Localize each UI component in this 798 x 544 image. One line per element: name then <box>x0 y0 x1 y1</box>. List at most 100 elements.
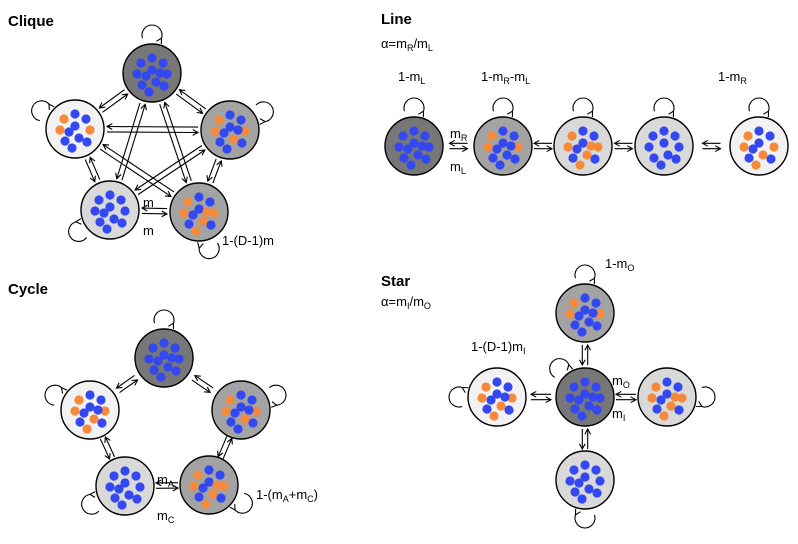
individual-dot <box>94 195 104 205</box>
individual-dot <box>572 144 582 154</box>
line-title: Line <box>381 11 412 28</box>
individual-dot <box>409 126 419 136</box>
individual-dot <box>649 153 659 163</box>
individual-dot <box>663 150 673 160</box>
arrow-head <box>48 102 55 110</box>
individual-dot <box>85 390 95 400</box>
migration-line <box>159 104 187 183</box>
individual-dot <box>751 160 761 170</box>
migration-arrows <box>31 24 770 529</box>
individual-dot <box>748 144 758 154</box>
individual-dot <box>191 226 201 236</box>
arrow-head <box>461 145 469 153</box>
migration-line <box>104 436 116 458</box>
individual-dot <box>580 472 590 482</box>
migration-line <box>179 89 207 110</box>
individual-dot <box>565 309 575 319</box>
cycle-m-a-label: mA <box>157 472 174 489</box>
migration-line <box>212 160 222 184</box>
individual-dot <box>574 311 584 321</box>
migration-line <box>116 375 135 389</box>
individual-dot <box>109 471 119 481</box>
migration-line <box>191 379 211 393</box>
clique-deme-top <box>122 43 182 103</box>
individual-dot <box>179 208 189 218</box>
individual-dot <box>183 197 193 207</box>
individual-dot <box>743 131 753 141</box>
star-self-loop-bottom <box>574 508 596 529</box>
individual-dot <box>588 308 598 318</box>
self-loop-arc <box>574 514 596 529</box>
line-self-loop-4 <box>653 97 675 118</box>
migration-line <box>99 438 111 460</box>
star-deme-bottom <box>555 450 615 510</box>
individual-dot <box>584 401 594 411</box>
individual-dot <box>659 138 669 148</box>
individual-dot <box>481 382 491 392</box>
individual-dot <box>489 411 499 421</box>
individual-dot <box>81 114 91 124</box>
cycle-arrows-top-right <box>191 374 214 394</box>
arrow-head <box>630 396 638 404</box>
individual-dot <box>582 150 592 160</box>
arrow-head <box>587 110 594 118</box>
individual-dot <box>212 480 222 490</box>
individual-dot <box>580 389 590 399</box>
individual-dot <box>251 406 261 416</box>
individual-dot <box>591 298 601 308</box>
individual-dot <box>580 460 590 470</box>
individual-dot <box>236 390 246 400</box>
individual-dot <box>120 478 130 488</box>
migration-line <box>84 159 96 182</box>
individual-dot <box>589 131 599 141</box>
individual-dot <box>492 144 502 154</box>
cycle-m-c-label: mC <box>157 508 175 525</box>
individual-dot <box>222 144 232 154</box>
arrow-head <box>584 427 592 435</box>
individual-dot <box>159 338 169 348</box>
individual-dot <box>769 142 779 152</box>
cycle-self-loop-bottom-right <box>229 492 253 514</box>
arrow-head <box>102 143 110 151</box>
arrow-head <box>196 107 204 114</box>
arrow-head <box>226 437 233 445</box>
individual-dot <box>584 317 594 327</box>
arrow-head <box>193 374 201 382</box>
line-arrows-3-4 <box>613 139 634 153</box>
individual-dot <box>647 393 657 403</box>
self-loop-arc <box>141 24 163 39</box>
individual-dot <box>754 126 764 136</box>
migration-line <box>142 207 168 210</box>
self-loop-arc <box>572 97 594 112</box>
individual-dot <box>89 414 99 424</box>
individual-dot <box>670 392 680 402</box>
individual-dot <box>498 138 508 148</box>
individual-dot <box>399 153 409 163</box>
arrow-head <box>259 118 267 125</box>
individual-dot <box>208 489 218 499</box>
individual-dot <box>97 418 107 428</box>
individual-dot <box>79 408 89 418</box>
individual-dot <box>155 68 165 78</box>
individual-dot <box>677 393 687 403</box>
self-loop-arc <box>448 386 463 408</box>
clique-self-loop-left <box>31 100 55 122</box>
arrow-head <box>668 110 675 118</box>
self-loop-arc <box>81 493 100 515</box>
individual-dot <box>240 414 250 424</box>
individual-dot <box>194 204 204 214</box>
individual-dot <box>590 154 600 164</box>
individual-dot <box>209 208 219 218</box>
arrow-head <box>578 443 586 451</box>
star-deme-top <box>555 283 615 343</box>
individual-dot <box>651 382 661 392</box>
arrow-head <box>566 363 574 371</box>
individual-dot <box>413 150 423 160</box>
individual-dot <box>109 214 119 224</box>
individual-dot <box>595 476 605 486</box>
arrow-head <box>529 390 537 398</box>
individual-dot <box>120 466 130 476</box>
arrow-head <box>134 184 142 191</box>
individual-dot <box>575 160 585 170</box>
individual-dot <box>482 404 492 414</box>
